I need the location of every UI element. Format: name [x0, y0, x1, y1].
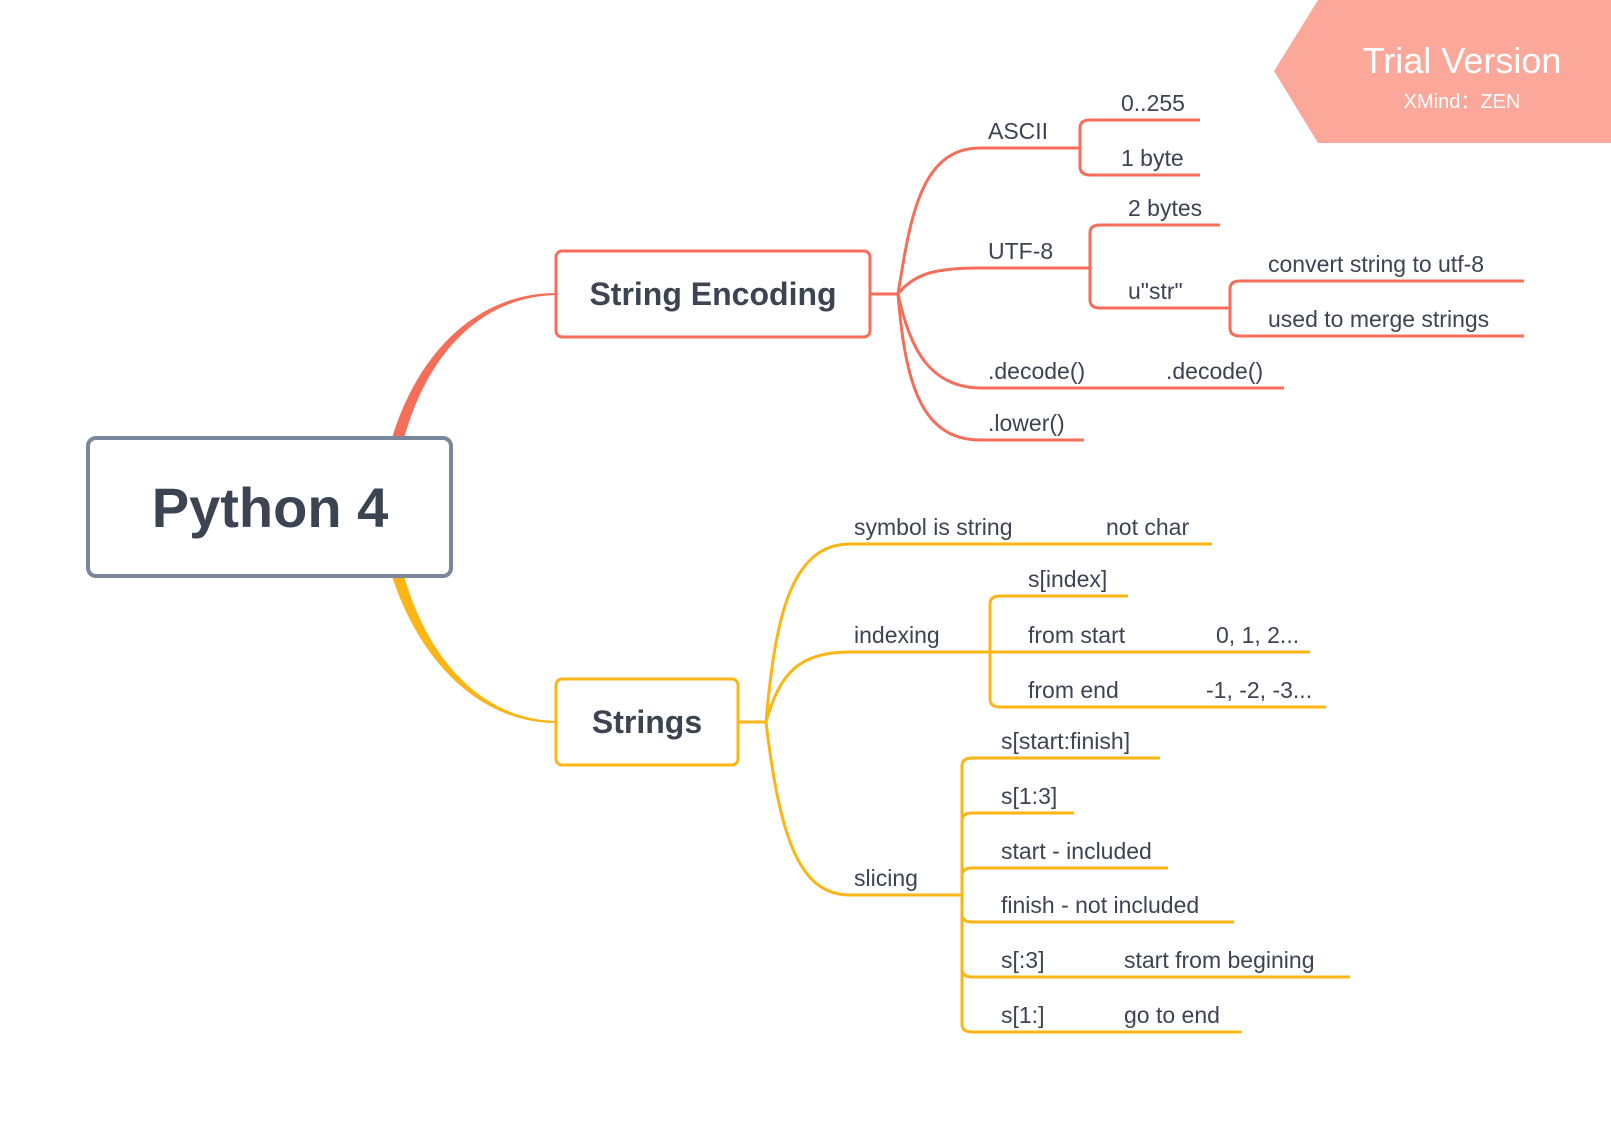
encoding-node[interactable]: String Encoding	[554, 249, 872, 339]
topic-slice-tail-child[interactable]: go to end	[1124, 1002, 1220, 1028]
encoding-node-label: String Encoding	[589, 276, 836, 312]
topic-from-start-child[interactable]: 0, 1, 2...	[1216, 622, 1299, 648]
encoding-node-box	[554, 249, 872, 339]
topic-utf8[interactable]: UTF-8	[988, 238, 1053, 264]
topic-ascii-range[interactable]: 0..255	[1121, 90, 1185, 116]
topic-ustr-merge[interactable]: used to merge strings	[1268, 306, 1489, 332]
topic-slice-finish-excluded[interactable]: finish - not included	[1001, 892, 1199, 918]
topic-symbol[interactable]: symbol is string	[854, 514, 1012, 540]
root-to-encoding-branch	[391, 293, 557, 439]
root-node-box	[86, 436, 453, 578]
topic-indexing[interactable]: indexing	[854, 622, 940, 648]
topic-ascii[interactable]: ASCII	[988, 118, 1048, 144]
topic-slice-tail[interactable]: s[1:]	[1001, 1002, 1044, 1028]
topic-from-end[interactable]: from end	[1028, 677, 1119, 703]
topic-slice-example[interactable]: s[1:3]	[1001, 783, 1057, 809]
topic-from-start[interactable]: from start	[1028, 622, 1126, 648]
topic-slice-head[interactable]: s[:3]	[1001, 947, 1044, 973]
encoding-connectors	[870, 118, 1524, 442]
topic-symbol-child[interactable]: not char	[1106, 514, 1189, 540]
trial-watermark[interactable]: Trial Version XMind：ZEN	[1274, 0, 1611, 143]
topic-index-syntax[interactable]: s[index]	[1028, 566, 1107, 592]
topic-lower[interactable]: .lower()	[988, 410, 1065, 436]
topic-decode-child[interactable]: .decode()	[1166, 358, 1263, 384]
topic-slice-syntax[interactable]: s[start:finish]	[1001, 728, 1130, 754]
root-node[interactable]: Python 4	[86, 436, 453, 578]
trial-badge-shape	[1274, 0, 1611, 143]
topic-decode[interactable]: .decode()	[988, 358, 1085, 384]
root-node-label: Python 4	[152, 476, 388, 539]
topic-ascii-size[interactable]: 1 byte	[1121, 145, 1184, 171]
strings-connectors	[738, 542, 1350, 1034]
topic-slice-head-child[interactable]: start from begining	[1124, 947, 1314, 973]
trial-title: Trial Version	[1363, 40, 1562, 81]
topic-slice-start-included[interactable]: start - included	[1001, 838, 1152, 864]
topic-slicing[interactable]: slicing	[854, 865, 918, 891]
strings-node-box	[554, 677, 740, 767]
topic-ustr[interactable]: u"str"	[1128, 278, 1183, 304]
strings-node-label: Strings	[592, 704, 702, 740]
topic-from-end-child[interactable]: -1, -2, -3...	[1206, 677, 1312, 703]
topic-ustr-convert[interactable]: convert string to utf-8	[1268, 251, 1484, 277]
topic-utf8-size[interactable]: 2 bytes	[1128, 195, 1202, 221]
trial-subtitle: XMind：ZEN	[1404, 91, 1521, 113]
root-to-strings-branch	[391, 575, 557, 723]
strings-node[interactable]: Strings	[554, 677, 740, 767]
